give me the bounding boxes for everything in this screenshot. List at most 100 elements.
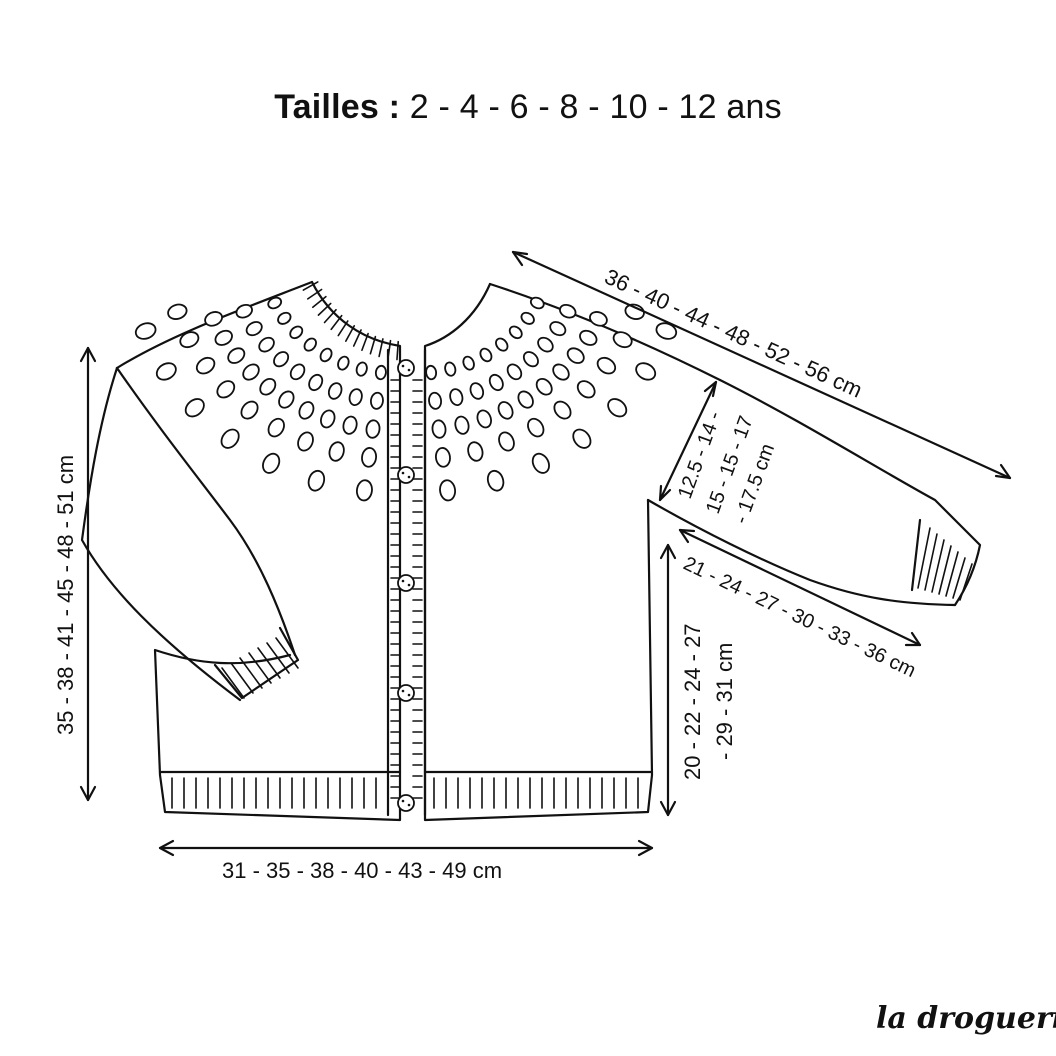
yoke-stitch: [549, 321, 567, 337]
rib-stroke: [378, 338, 384, 358]
side-length-label-line1: 20 - 22 - 24 - 27: [680, 623, 705, 780]
rib-stroke: [952, 557, 966, 599]
yoke-stitch: [479, 347, 493, 363]
sizes-title: Tailles : 2 - 4 - 6 - 8 - 10 - 12 ans: [0, 88, 1056, 127]
cardigan-drawing: [80, 280, 982, 822]
rib-stroke: [317, 302, 332, 316]
rib-stroke: [221, 667, 245, 699]
yoke-stitch: [506, 363, 523, 381]
yoke-stitch: [267, 296, 283, 310]
yoke-stitch: [431, 419, 447, 439]
yoke-stitch: [520, 311, 535, 325]
yoke-stitch: [227, 347, 246, 364]
yoke-stitch: [374, 364, 387, 381]
sleeve-span-arrow: [511, 250, 1012, 480]
yoke-stitch: [277, 311, 292, 325]
yoke-stitch: [444, 361, 457, 377]
yoke-stitch: [204, 311, 223, 327]
yoke-stitch: [278, 390, 295, 409]
width-label: 31 - 35 - 38 - 40 - 43 - 49 cm: [222, 858, 502, 883]
rib-stroke: [266, 642, 290, 674]
yoke-stitch: [529, 296, 545, 310]
right-sleeve-bottom: [646, 498, 957, 607]
yoke-stitch: [439, 479, 457, 502]
yoke-stitch: [469, 382, 485, 400]
yoke-stitch: [607, 398, 628, 418]
rib-stroke: [945, 551, 959, 597]
yoke-stitch: [576, 380, 596, 399]
yoke-stitch: [258, 336, 275, 353]
yoke-stitch: [572, 428, 592, 449]
left-sleeve-outer: [80, 366, 242, 702]
yoke-stitch: [179, 331, 200, 349]
rib-stroke: [345, 324, 356, 342]
yoke-stitch: [235, 303, 253, 319]
yoke-stitch: [596, 356, 617, 375]
rib-stroke: [396, 340, 400, 361]
rib-stroke: [230, 662, 254, 694]
yoke-stitch: [435, 447, 451, 468]
rib-stroke: [257, 647, 281, 679]
yoke-stitch: [167, 303, 188, 320]
yoke-stitch: [553, 400, 572, 420]
rib-stroke: [239, 657, 263, 689]
yoke-stitch: [259, 377, 277, 396]
left-front-outline: [153, 280, 402, 822]
yoke-stitch: [262, 452, 281, 474]
yoke-stitch: [476, 409, 492, 429]
yoke-stitch: [134, 322, 157, 340]
yoke-stitch: [624, 303, 645, 320]
yoke-stitch: [370, 391, 384, 410]
yoke-stitch: [273, 351, 290, 368]
button-icon: [397, 359, 415, 377]
right-shoulder-line: [488, 282, 722, 382]
yoke-stitch: [289, 363, 306, 381]
yoke-stitch: [517, 390, 534, 409]
right-front-outline: [423, 282, 654, 822]
rib-stroke: [931, 539, 945, 593]
rib-stroke: [330, 314, 343, 331]
yoke-stitch: [462, 355, 475, 371]
rib-stroke: [361, 332, 369, 352]
total-length-label: 35 - 38 - 41 - 45 - 48 - 51 cm: [53, 455, 78, 735]
yoke-stitch: [328, 441, 345, 462]
yoke-stitch: [195, 356, 216, 375]
measurement-arrows: [79, 250, 1012, 857]
under-sleeve-arrow: [678, 528, 922, 647]
rib-stroke: [323, 308, 337, 324]
yoke-stitch: [495, 337, 509, 352]
yoke-stitch: [289, 325, 304, 340]
yoke-stitch: [537, 336, 554, 353]
yoke-stitch: [579, 329, 598, 346]
yoke-stitch: [245, 321, 263, 337]
yoke-stitch: [307, 469, 326, 492]
yoke-stitch: [535, 377, 553, 396]
yoke-stitch: [242, 363, 260, 381]
sleeve-span-label: 36 - 40 - 44 - 48 - 52 - 56 cm: [601, 264, 866, 403]
yoke-stitch: [552, 363, 570, 381]
yoke-stitch: [308, 373, 324, 392]
yoke-stitch: [508, 325, 523, 340]
rib-stroke: [369, 335, 377, 355]
yoke-stitch: [355, 361, 368, 377]
rib-stroke: [938, 545, 952, 595]
ribbing-strokes: [171, 281, 973, 809]
yoke-stitch: [220, 428, 240, 449]
yoke-stitch: [498, 431, 515, 452]
yoke-stitch: [566, 347, 585, 364]
right-sleeve-top: [718, 378, 982, 607]
yoke-stitch: [216, 380, 236, 399]
sizes-label: Tailles :: [274, 88, 401, 126]
yoke-stitch: [337, 355, 350, 371]
rib-stroke: [275, 637, 299, 669]
left-cuff: [213, 626, 300, 700]
rib-stroke: [312, 295, 327, 309]
yoke-stitch: [449, 388, 464, 406]
right-cuff: [910, 518, 922, 592]
rib-stroke: [959, 563, 973, 601]
rib-stroke: [337, 320, 349, 337]
yoke-stitch: [486, 469, 505, 492]
left-sleeve-inner: [115, 366, 297, 657]
yoke-stitch: [240, 400, 259, 420]
